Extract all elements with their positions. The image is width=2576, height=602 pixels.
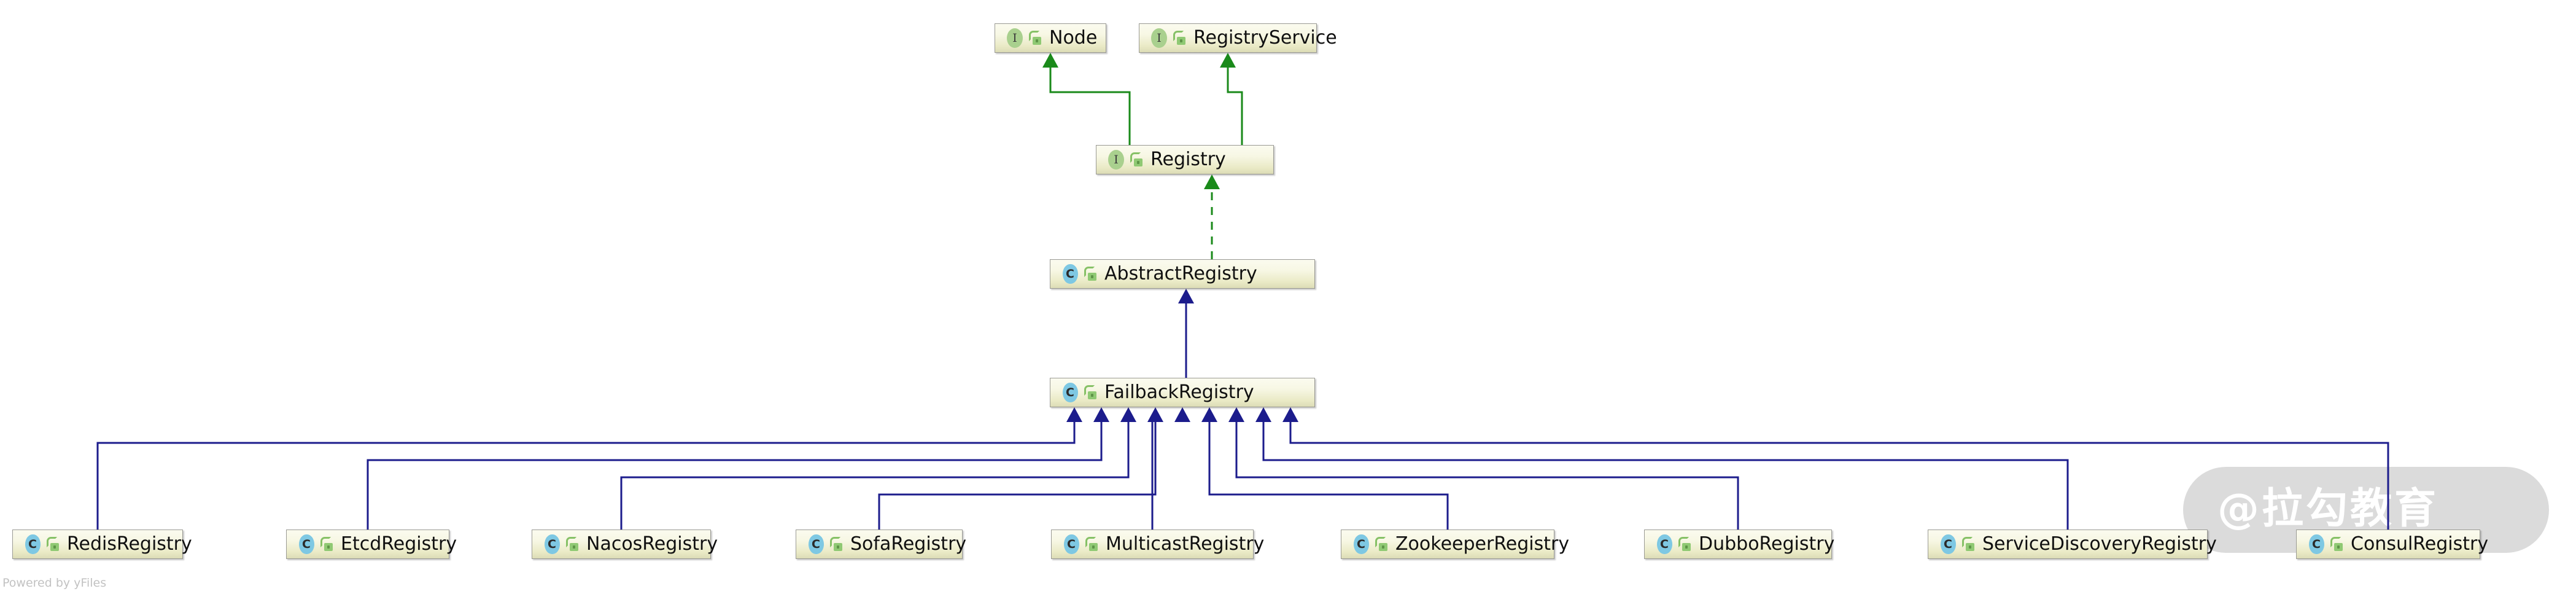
arrowhead-multicastregistry-failbackregistry [1174, 407, 1190, 422]
uml-node-registryservice[interactable]: I RegistryService [1139, 23, 1337, 53]
badge-letter: C [28, 538, 37, 551]
uml-node-registry[interactable]: I Registry [1096, 145, 1274, 174]
unlocked-padlock-icon [2330, 536, 2343, 552]
edge-servicediscovery-failbackregistry [1262, 422, 2069, 530]
uml-node-label: RedisRegistry [67, 533, 192, 555]
arrowhead-nacosregistry-failbackregistry [1120, 407, 1136, 422]
uml-node-consulregistry[interactable]: C ConsulRegistry [2296, 530, 2488, 559]
uml-node-redisregistry[interactable]: C RedisRegistry [12, 530, 192, 559]
badge-letter: C [1660, 538, 1669, 551]
interface-badge-icon: I [1150, 28, 1168, 49]
unlocked-padlock-icon [565, 536, 579, 552]
uml-node-nacosregistry[interactable]: C NacosRegistry [532, 530, 718, 559]
badge-letter: C [302, 538, 311, 551]
edge-sofaregistry-failbackregistry [878, 422, 1157, 530]
badge-letter: C [2312, 538, 2321, 551]
class-badge-icon: C [1061, 382, 1079, 403]
arrowhead-servicediscovery-failbackregistry [1255, 407, 1271, 422]
uml-node-label: Node [1049, 27, 1098, 49]
uml-node-multicastregistry[interactable]: C MulticastRegistry [1051, 530, 1264, 559]
badge-letter: I [1012, 31, 1017, 45]
edge-zookeeperregistry-failbackregistry [1208, 422, 1449, 530]
edge-registry-registryservice [1227, 68, 1243, 145]
arrowhead-zookeeperregistry-failbackregistry [1201, 407, 1217, 422]
class-badge-icon: C [807, 534, 825, 555]
unlocked-padlock-icon [1375, 536, 1388, 552]
uml-node-zookeeperregistry[interactable]: C ZookeeperRegistry [1341, 530, 1569, 559]
uml-node-label: ServiceDiscoveryRegistry [1982, 533, 2217, 555]
uml-node-sofaregistry[interactable]: C SofaRegistry [796, 530, 967, 559]
unlocked-padlock-icon [320, 536, 333, 552]
uml-node-dubboregistry[interactable]: C DubboRegistry [1644, 530, 1835, 559]
class-badge-icon: C [1655, 534, 1674, 555]
uml-node-label: ConsulRegistry [2351, 533, 2489, 555]
badge-letter: C [1066, 386, 1074, 399]
watermark-text: @拉勾教育 [2217, 485, 2439, 533]
uml-node-failbackregistry[interactable]: C FailbackRegistry [1050, 378, 1315, 407]
class-badge-icon: C [1939, 534, 1957, 555]
class-badge-icon: C [1061, 264, 1079, 284]
uml-node-label: EtcdRegistry [341, 533, 457, 555]
badge-letter: I [1114, 153, 1119, 166]
uml-node-label: FailbackRegistry [1104, 381, 1254, 403]
badge-letter: I [1157, 31, 1162, 45]
arrowhead-failbackregistry-abstractregistry [1178, 289, 1194, 303]
class-badge-icon: C [2307, 534, 2326, 555]
unlocked-padlock-icon [1085, 536, 1098, 552]
uml-node-etcdregistry[interactable]: C EtcdRegistry [286, 530, 457, 559]
edge-dubboregistry-failbackregistry [1235, 422, 1739, 530]
uml-node-node[interactable]: I Node [995, 23, 1106, 53]
uml-node-label: NacosRegistry [586, 533, 718, 555]
uml-node-abstractregistry[interactable]: C AbstractRegistry [1050, 259, 1315, 289]
uml-node-label: DubboRegistry [1699, 533, 1835, 555]
arrowhead-registry-node [1042, 53, 1058, 68]
edge-nacosregistry-failbackregistry [620, 422, 1130, 530]
badge-letter: C [548, 538, 556, 551]
badge-letter: C [1357, 538, 1365, 551]
badge-letter: C [1944, 538, 1952, 551]
interface-badge-icon: I [1107, 149, 1125, 170]
uml-node-label: ZookeeperRegistry [1395, 533, 1570, 555]
arrowhead-registry-registryservice [1220, 53, 1236, 68]
edge-registry-node [1049, 68, 1131, 145]
arrowhead-etcdregistry-failbackregistry [1093, 407, 1109, 422]
uml-node-label: Registry [1150, 149, 1226, 170]
edge-redisregistry-failbackregistry [96, 422, 1076, 530]
badge-letter: C [1066, 267, 1074, 281]
unlocked-padlock-icon [1130, 152, 1143, 168]
uml-node-label: AbstractRegistry [1104, 263, 1257, 284]
class-badge-icon: C [543, 534, 561, 555]
unlocked-padlock-icon [1084, 266, 1097, 282]
edge-etcdregistry-failbackregistry [367, 422, 1103, 530]
badge-letter: C [1067, 538, 1076, 551]
unlocked-padlock-icon [1678, 536, 1691, 552]
uml-node-label: RegistryService [1193, 27, 1337, 49]
unlocked-padlock-icon [46, 536, 60, 552]
class-badge-icon: C [1062, 534, 1080, 555]
arrowhead-consulregistry-failbackregistry [1282, 407, 1298, 422]
class-badge-icon: C [23, 534, 42, 555]
unlocked-padlock-icon [1028, 30, 1042, 46]
edge-consulregistry-failbackregistry [1289, 422, 2389, 530]
badge-letter: C [812, 538, 820, 551]
uml-node-label: SofaRegistry [850, 533, 967, 555]
unlocked-padlock-icon [829, 536, 843, 552]
arrowhead-redisregistry-failbackregistry [1066, 407, 1082, 422]
interface-badge-icon: I [1006, 28, 1024, 49]
arrowhead-sofaregistry-failbackregistry [1147, 407, 1163, 422]
uml-node-servicediscovery[interactable]: C ServiceDiscoveryRegistry [1928, 530, 2217, 559]
unlocked-padlock-icon [1961, 536, 1975, 552]
yfiles-credit: Powered by yFiles [2, 576, 107, 590]
arrowhead-dubboregistry-failbackregistry [1228, 407, 1244, 422]
unlocked-padlock-icon [1173, 30, 1186, 46]
class-badge-icon: C [297, 534, 316, 555]
uml-node-label: MulticastRegistry [1106, 533, 1265, 555]
class-badge-icon: C [1352, 534, 1370, 555]
unlocked-padlock-icon [1084, 385, 1097, 401]
arrowhead-abstractregistry-registry [1204, 174, 1220, 189]
